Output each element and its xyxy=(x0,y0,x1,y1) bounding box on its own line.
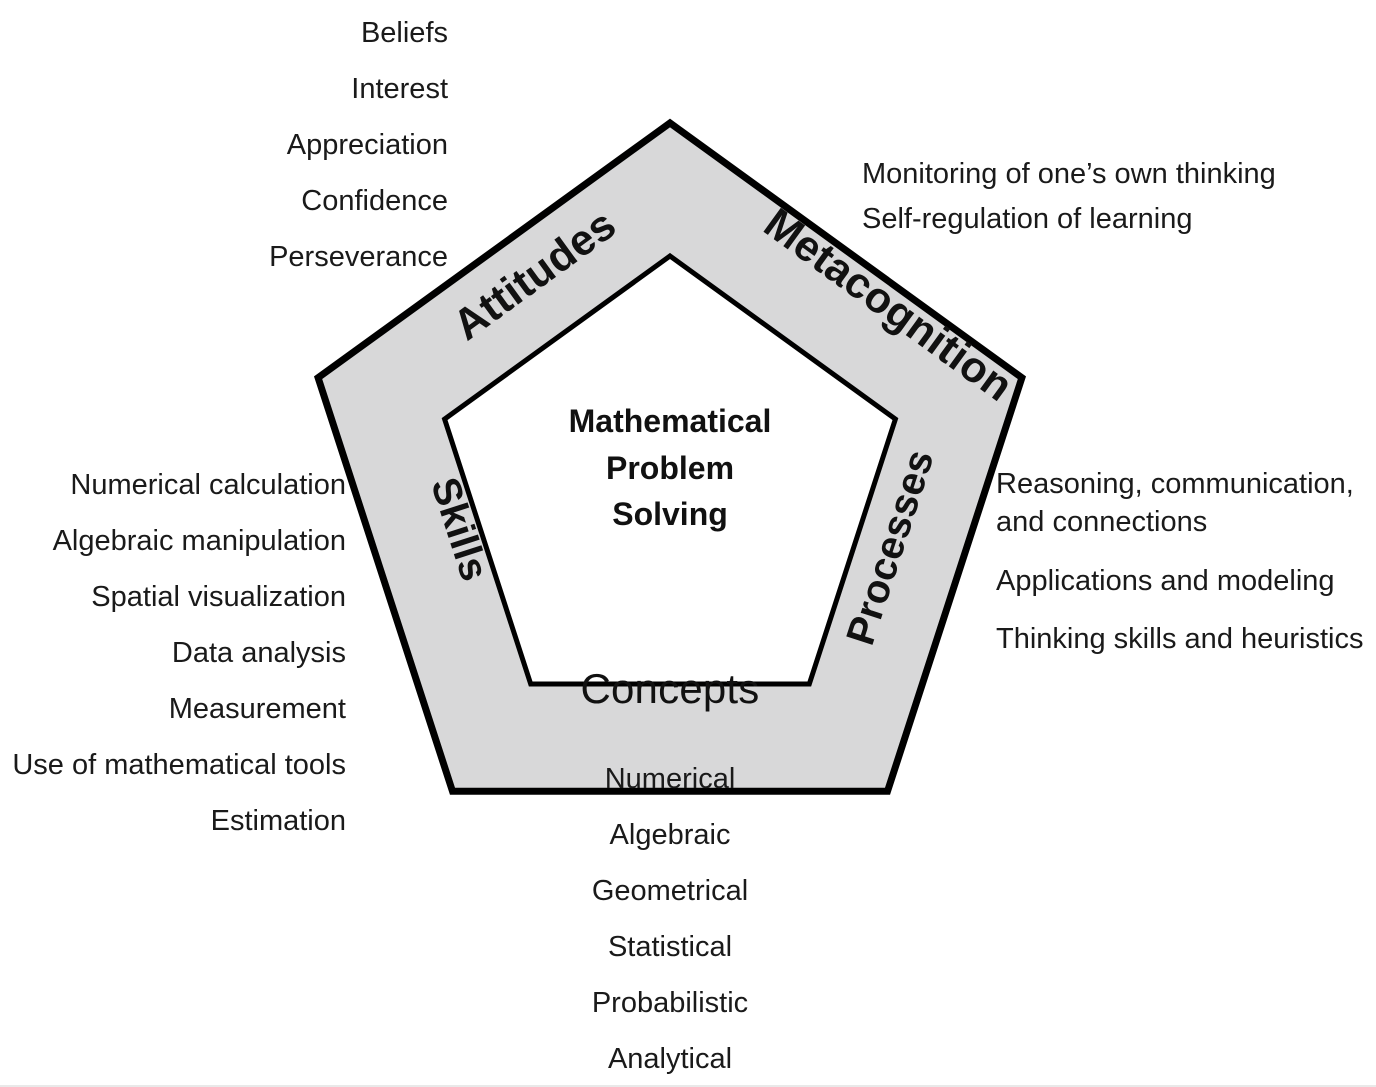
list-item: Numerical xyxy=(604,763,736,795)
list-skills: Numerical calculation Algebraic manipula… xyxy=(2,458,346,850)
list-attitudes: Beliefs Interest Appreciation Confidence… xyxy=(120,6,448,286)
list-item: Appreciation xyxy=(286,128,448,161)
list-item: Beliefs xyxy=(360,17,448,49)
list-item: Probabilistic xyxy=(591,986,749,1019)
list-item: Algebraic xyxy=(609,818,731,851)
list-item: Geometrical xyxy=(591,874,749,907)
core-label-line-2: Problem xyxy=(605,449,735,486)
list-item: Data analysis xyxy=(171,636,346,669)
list-concepts: Numerical Algebraic Geometrical Statisti… xyxy=(520,752,820,1085)
core-label-line-1: Mathematical xyxy=(568,403,772,439)
list-metacognition: Monitoring of one’s own thinking Self-re… xyxy=(862,152,1362,242)
band-label-concepts: Concepts xyxy=(580,665,760,712)
list-item: Statistical xyxy=(607,930,733,963)
core-label: Mathematical Problem Solving xyxy=(500,398,840,538)
list-item: Analytical xyxy=(607,1042,733,1075)
core-label-line-3: Solving xyxy=(612,496,728,533)
list-item: Applications and modeling xyxy=(996,564,1335,597)
list-item: Interest xyxy=(351,72,448,105)
list-item: Measurement xyxy=(168,692,346,725)
list-item: Monitoring of one’s own thinking xyxy=(862,158,1276,190)
list-item: Estimation xyxy=(210,804,346,837)
list-item: Reasoning, communication, and connection… xyxy=(996,468,1354,539)
list-item: Confidence xyxy=(301,184,448,217)
list-item: Perseverance xyxy=(269,240,448,273)
list-item: Self-regulation of learning xyxy=(862,203,1193,236)
list-processes: Reasoning, communication, and connection… xyxy=(996,465,1376,658)
list-item: Spatial visualization xyxy=(91,580,346,613)
list-item: Numerical calculation xyxy=(70,469,346,501)
list-item: Use of mathematical tools xyxy=(12,748,346,781)
list-item: Thinking skills and heuristics xyxy=(996,622,1364,655)
list-item: Algebraic manipulation xyxy=(52,524,346,557)
inner-pentagon xyxy=(441,252,899,687)
